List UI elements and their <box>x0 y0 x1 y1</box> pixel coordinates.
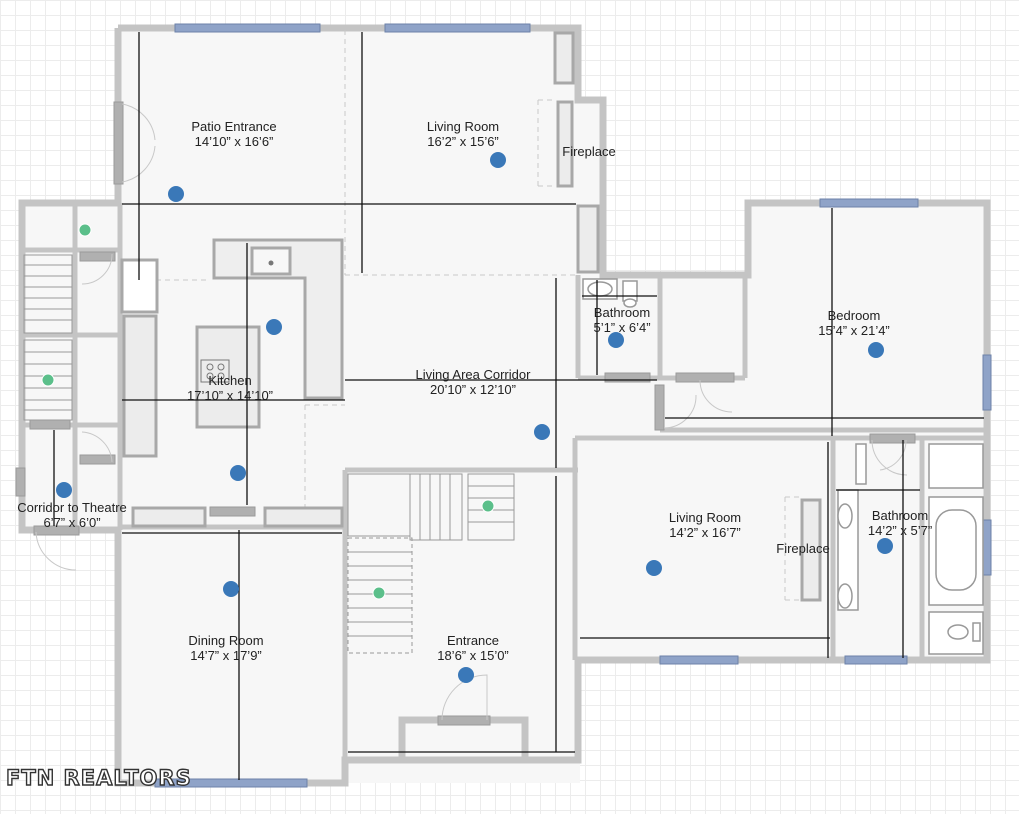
marker-patio-entrance <box>168 186 184 202</box>
door-swings <box>35 103 908 721</box>
marker-living-room-lower <box>646 560 662 576</box>
marker-dining-room <box>223 581 239 597</box>
dimension-lines <box>53 32 984 780</box>
marker-living-room-upper <box>490 152 506 168</box>
room-markers <box>56 152 893 683</box>
fireplace-label-upper: Fireplace <box>562 144 616 159</box>
marker-bedroom <box>868 342 884 358</box>
marker-entrance <box>458 667 474 683</box>
doors <box>15 101 916 726</box>
windows <box>154 23 992 788</box>
sink-icon <box>268 260 274 266</box>
marker-corridor-to-theatre <box>56 482 72 498</box>
marker-living-area-corridor <box>534 424 550 440</box>
marker-kitchen-lower <box>230 465 246 481</box>
fireplace-label-lower: Fireplace <box>776 541 830 556</box>
stove-icon <box>200 359 230 383</box>
marker-bathroom-master <box>877 538 893 554</box>
stair-markers <box>41 223 495 600</box>
marker-kitchen <box>266 319 282 335</box>
bathroom-fixtures <box>582 278 984 655</box>
marker-bathroom-small <box>608 332 624 348</box>
built-ins <box>122 31 822 602</box>
brand-watermark: FTN REALTORS <box>5 765 192 790</box>
floor-area <box>20 28 990 783</box>
